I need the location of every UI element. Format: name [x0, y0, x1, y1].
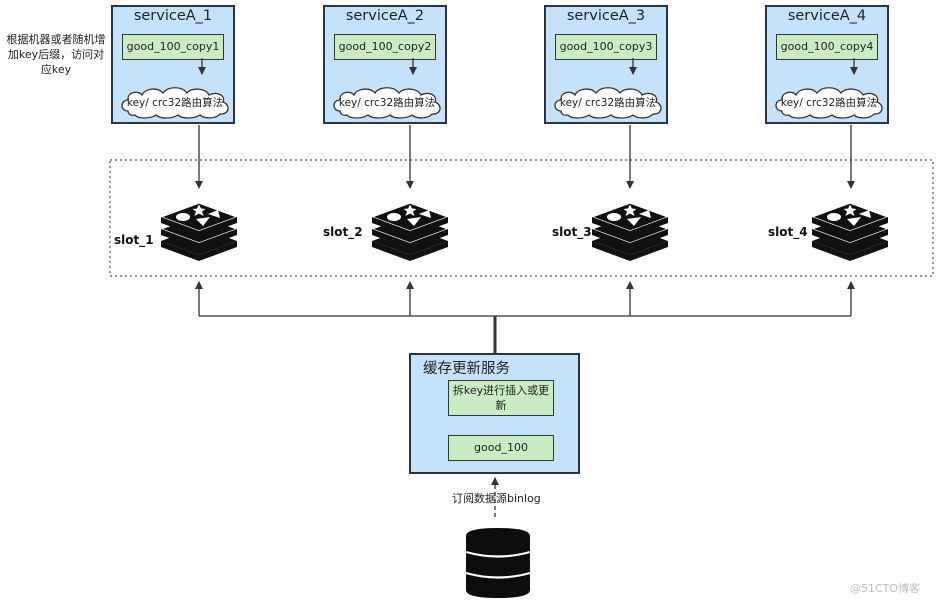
redis-icon	[811, 202, 889, 262]
redis-icon	[591, 202, 669, 262]
source-key-box: good_100	[448, 435, 554, 461]
slot-group-frame	[109, 159, 934, 277]
slot-label: slot_3	[552, 225, 592, 239]
redis-icon	[160, 202, 238, 262]
copy-key-box: good_100_copy2	[334, 34, 436, 60]
service-box-3: serviceA_3 good_100_copy3 key/ crc32路由算法	[544, 5, 668, 124]
routing-label: key/ crc32路由算法	[338, 97, 436, 109]
service-box-1: serviceA_1 good_100_copy1 key/ crc32路由算法	[111, 5, 235, 124]
routing-label: key/ crc32路由算法	[780, 97, 878, 109]
routing-cloud: key/ crc32路由算法	[118, 85, 232, 119]
service-title: 缓存更新服务	[423, 361, 510, 377]
routing-label: key/ crc32路由算法	[126, 97, 224, 109]
copy-key-box: good_100_copy1	[122, 34, 224, 60]
service-title: serviceA_1	[133, 8, 213, 24]
service-title: serviceA_4	[787, 8, 867, 24]
service-title: serviceA_3	[566, 8, 646, 24]
service-box-4: serviceA_4 good_100_copy4 key/ crc32路由算法	[765, 5, 889, 124]
cloud-icon	[333, 87, 441, 119]
binlog-label: 订阅数据源binlog	[452, 492, 541, 505]
copy-key-box: good_100_copy3	[555, 34, 657, 60]
cloud-icon	[554, 87, 662, 119]
copy-key-box: good_100_copy4	[776, 34, 878, 60]
routing-cloud: key/ crc32路由算法	[551, 85, 665, 119]
service-title: serviceA_2	[345, 8, 425, 24]
routing-label: key/ crc32路由算法	[559, 97, 657, 109]
routing-cloud: key/ crc32路由算法	[330, 85, 444, 119]
database-icon	[465, 528, 531, 598]
slot-label: slot_1	[114, 233, 154, 247]
cloud-icon	[775, 87, 883, 119]
routing-note: 根据机器或者随机增加key后缀，访问对应key	[6, 33, 106, 76]
watermark: @51CTO博客	[850, 582, 921, 595]
cloud-icon	[121, 87, 229, 119]
slot-label: slot_4	[768, 225, 808, 239]
service-box-2: serviceA_2 good_100_copy2 key/ crc32路由算法	[323, 5, 447, 124]
routing-cloud: key/ crc32路由算法	[772, 85, 886, 119]
cache-update-service: 缓存更新服务 拆key进行插入或更新 good_100	[409, 353, 580, 474]
redis-icon	[371, 202, 449, 262]
slot-label: slot_2	[323, 225, 363, 239]
split-key-step: 拆key进行插入或更新	[448, 380, 554, 416]
